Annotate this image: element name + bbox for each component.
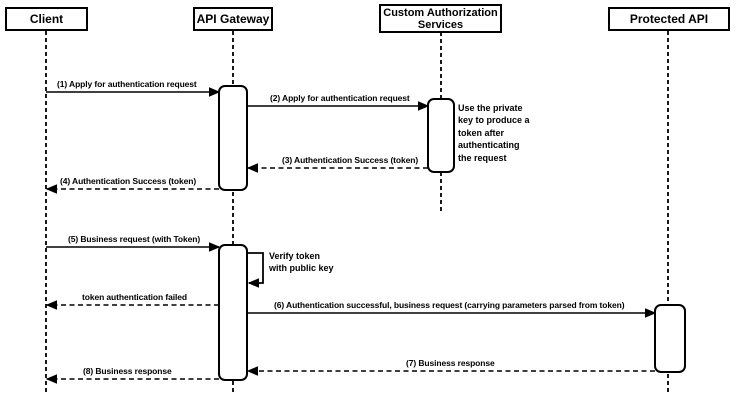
activation-bar-custom-auth <box>427 98 455 173</box>
message-label-3: (3) Authentication Success (token) <box>282 155 419 165</box>
participant-box-client: Client <box>5 7 88 31</box>
activation-bar-api-gateway-2 <box>218 244 248 381</box>
message-label-2: (2) Apply for authentication request <box>270 93 410 103</box>
message-label-token-failed: token authentication failed <box>82 292 187 302</box>
message-label-5: (5) Business request (with Token) <box>68 234 201 244</box>
self-message-label: Verify token with public key <box>269 251 334 273</box>
participant-box-protected-api: Protected API <box>608 7 730 31</box>
self-message-loop <box>247 252 264 283</box>
message-label-1: (1) Apply for authentication request <box>57 79 197 89</box>
participant-box-custom-auth: Custom Authorization Services <box>379 4 502 33</box>
message-label-6: (6) Authentication successful, business … <box>274 300 625 310</box>
note-private-key: Use the private key to produce a token a… <box>458 103 530 163</box>
participant-box-api-gateway: API Gateway <box>193 7 273 31</box>
activation-bar-api-gateway-1 <box>218 85 248 191</box>
message-label-7: (7) Business response <box>406 358 495 368</box>
message-label-4: (4) Authentication Success (token) <box>60 176 197 186</box>
message-label-8: (8) Business response <box>83 366 172 376</box>
activation-bar-protected-api <box>654 304 686 373</box>
